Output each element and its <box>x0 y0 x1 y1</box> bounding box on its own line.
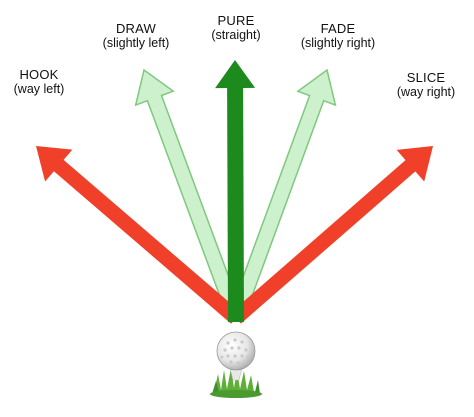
label-pure-detail: (straight) <box>211 28 261 42</box>
label-fade-name: FADE <box>320 21 356 36</box>
golf-ball-icon <box>216 331 256 381</box>
arrow-pure <box>215 60 256 322</box>
label-slice: SLICE (way right) <box>382 70 470 100</box>
arrow-hook <box>36 146 241 324</box>
label-hook-name: HOOK <box>19 67 59 82</box>
label-fade-detail: (slightly right) <box>300 36 376 50</box>
label-draw-name: DRAW <box>115 21 157 36</box>
label-fade: FADE (slightly right) <box>290 21 386 51</box>
grass-tuft-icon <box>210 368 262 398</box>
label-hook-detail: (way left) <box>13 82 65 96</box>
label-pure-name: PURE <box>217 13 255 28</box>
label-hook: HOOK (way left) <box>4 67 74 97</box>
label-draw-detail: (slightly left) <box>102 36 170 50</box>
arrow-slice <box>231 146 433 324</box>
label-slice-name: SLICE <box>406 70 446 85</box>
arrow-draw <box>134 68 244 322</box>
label-pure: PURE (straight) <box>196 13 276 43</box>
label-draw: DRAW (slightly left) <box>96 21 176 51</box>
label-slice-detail: (way right) <box>396 85 456 99</box>
golf-ball-on-tee <box>210 331 262 398</box>
